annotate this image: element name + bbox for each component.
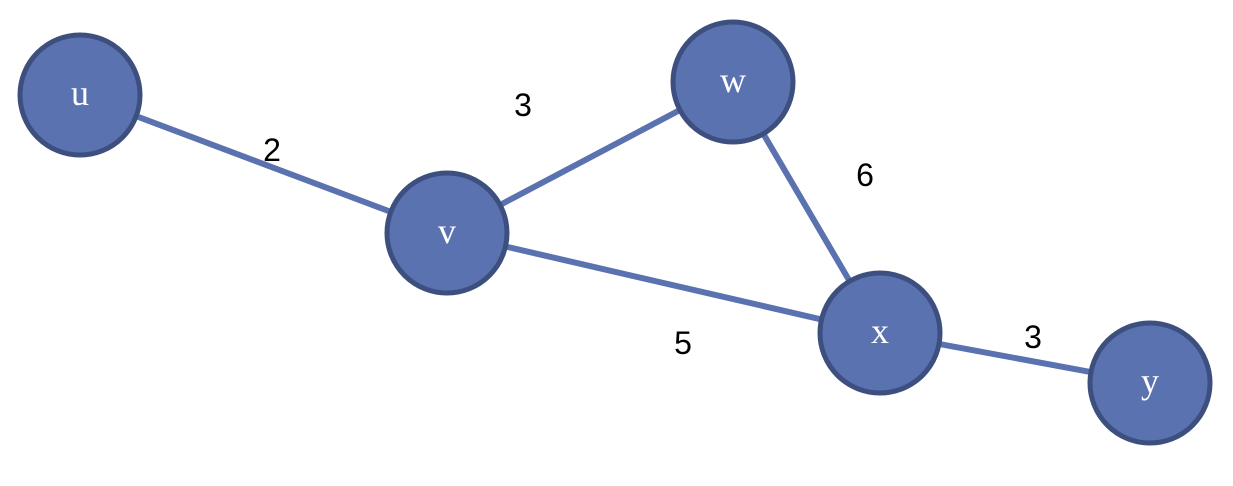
weights-layer: 2 3 6 5 3 [263, 87, 1042, 361]
node-label-v: v [438, 211, 456, 251]
node-label-y: y [1141, 361, 1159, 401]
node-w: w [670, 19, 796, 145]
node-label-w: w [720, 60, 746, 100]
edge-weight-w-x: 6 [856, 157, 874, 193]
node-circle-y [1087, 320, 1213, 446]
edge-u-v [78, 92, 449, 236]
edges-layer [78, 79, 1151, 386]
node-v: v [384, 170, 510, 296]
node-u: u [17, 32, 143, 158]
node-circle-u [17, 32, 143, 158]
edge-weight-v-w: 3 [514, 87, 532, 123]
node-x: x [817, 270, 943, 396]
nodes-layer: u v w x y [17, 19, 1213, 446]
edge-weight-u-v: 2 [263, 132, 281, 168]
node-circle-v [384, 170, 510, 296]
edge-weight-x-y: 3 [1024, 319, 1042, 355]
node-label-u: u [71, 73, 89, 113]
edge-v-x [446, 230, 881, 336]
node-circle-x [817, 270, 943, 396]
node-circle-w [670, 19, 796, 145]
edge-weight-v-x: 5 [674, 325, 692, 361]
node-label-x: x [871, 311, 889, 351]
node-y: y [1087, 320, 1213, 446]
